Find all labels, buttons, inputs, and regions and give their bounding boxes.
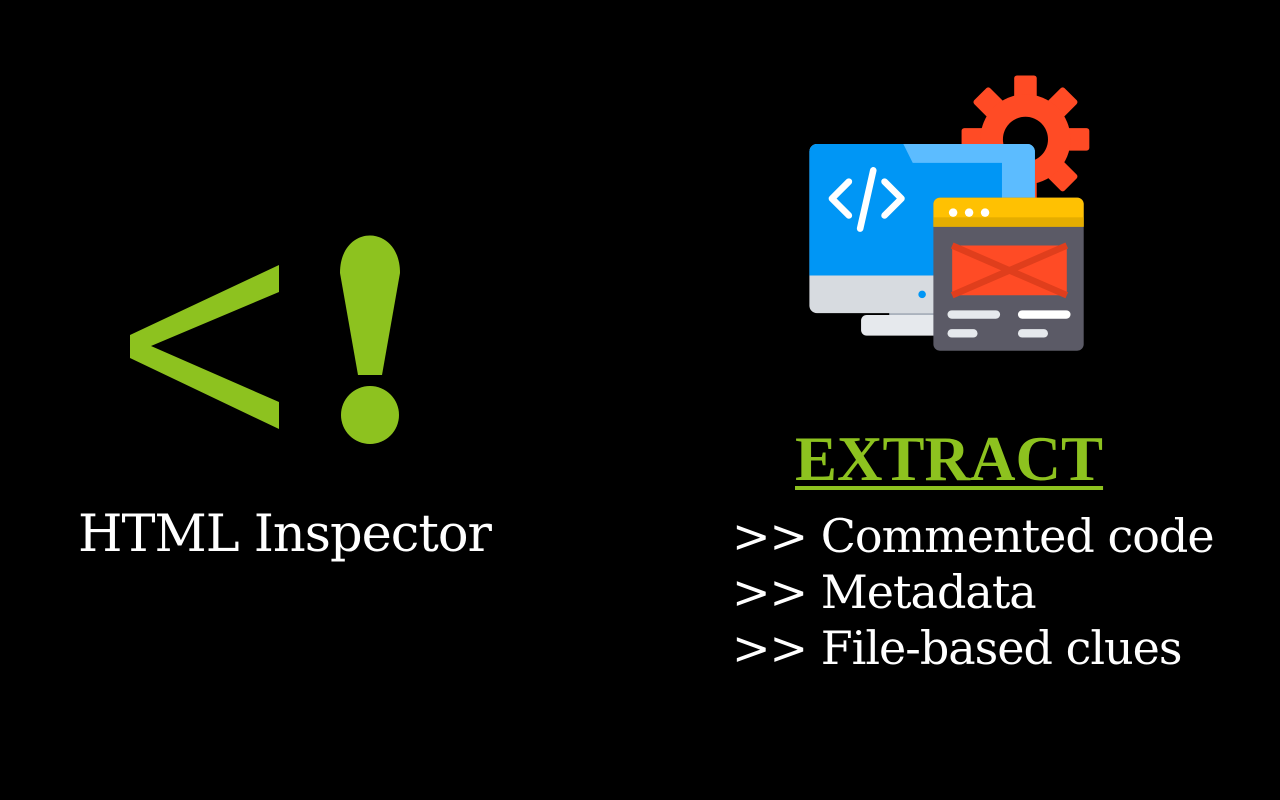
app-title: HTML Inspector [78,505,492,564]
power-led [918,290,926,299]
list-item-file-based-clues: >> File-based clues [732,621,1183,675]
browser-window-icon [933,197,1084,351]
extract-heading: EXTRACT [795,424,1104,494]
list-item-commented-code: >> Commented code [732,509,1215,563]
exclamation-glyph [340,235,400,375]
html-comment-logo-icon [130,235,400,444]
extract-list: >> Commented code >> Metadata >> File-ba… [732,508,1215,676]
exclamation-dot [341,386,399,444]
code-monitor-illustration-icon [809,75,1090,351]
list-item-metadata: >> Metadata [732,565,1037,619]
less-than-glyph [130,265,279,429]
code-brackets-icon [828,167,905,232]
